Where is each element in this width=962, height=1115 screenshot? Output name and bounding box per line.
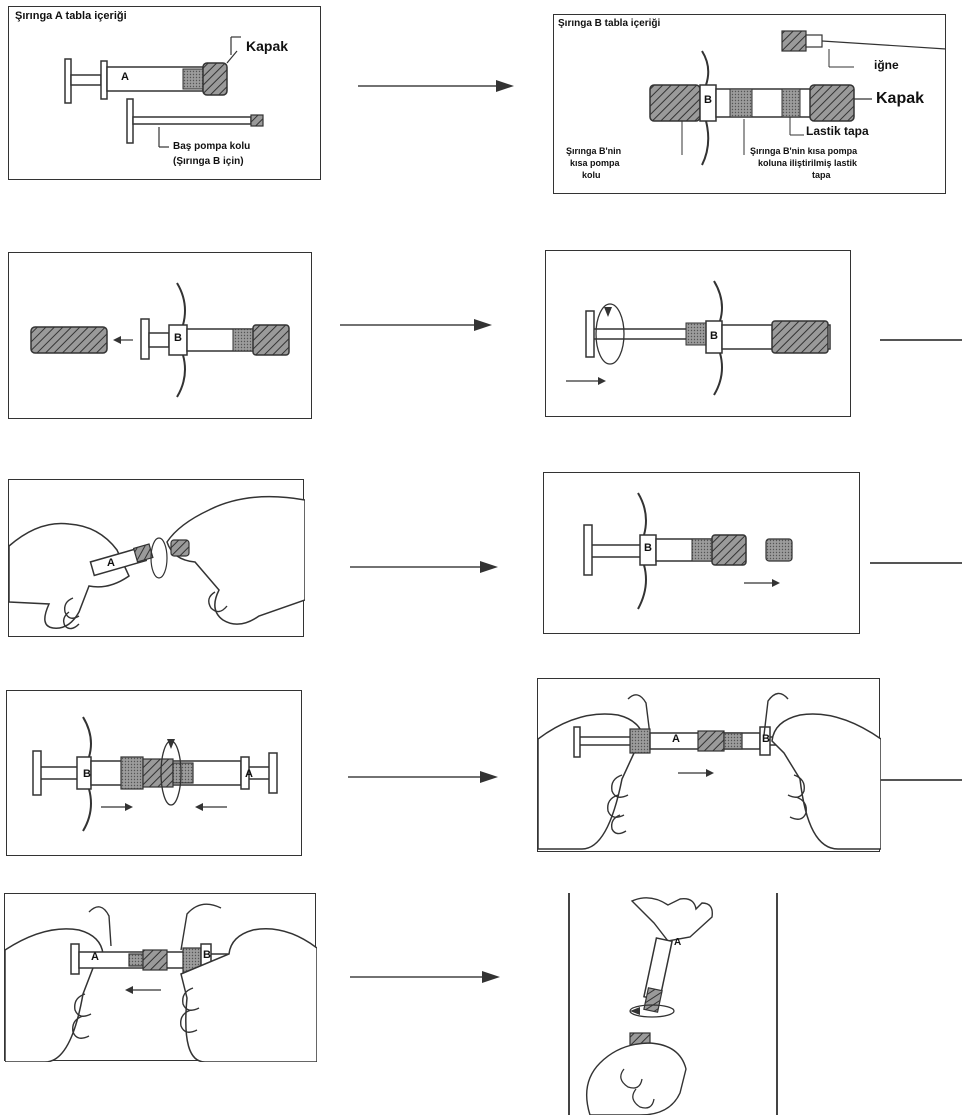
arrow-row2 <box>340 318 492 332</box>
panel-syringe-a-tray: Şırınga A tabla içeriği A Kapak Baş pomp… <box>8 6 321 180</box>
panel-syringe-b-tray: Şırınga B tabla içeriği iğne Kapak B Las… <box>553 14 946 194</box>
remove-stopper-illustration <box>544 473 861 635</box>
letter-b: B <box>704 95 712 107</box>
continuation-line-row2 <box>880 339 962 341</box>
panel-step-3: A <box>8 479 304 637</box>
letter-a: A <box>91 952 99 964</box>
syringe-a-illustration <box>9 7 322 181</box>
panel-step-2: B <box>545 250 851 417</box>
connect-syringes-illustration <box>7 691 303 857</box>
letter-a: A <box>245 769 253 781</box>
remove-cap-illustration <box>9 253 313 420</box>
plunger-label-1: Baş pompa kolu <box>173 142 250 153</box>
frame-line-right <box>776 893 778 1115</box>
panel-step-6: A B <box>537 678 880 852</box>
letter-b: B <box>762 734 770 746</box>
arrow-row4 <box>348 770 498 784</box>
mix-push-left-illustration <box>5 894 317 1062</box>
plunger-label-2: (Şırınga B için) <box>173 157 244 168</box>
panel-step-1: B <box>8 252 312 419</box>
short-plunger-label-3: kolu <box>582 171 601 180</box>
attached-stopper-label-1: Şırınga B'nin kısa pompa <box>750 147 857 156</box>
stopper-label: Lastik tapa <box>806 125 869 138</box>
short-plunger-label-2: kısa pompa <box>570 159 620 168</box>
attach-plunger-illustration <box>546 251 852 418</box>
continuation-line-row3 <box>870 562 962 564</box>
letter-b: B <box>203 950 211 962</box>
letter-b: B <box>83 769 91 781</box>
uncap-syringe-a-illustration <box>9 480 305 638</box>
letter-b: B <box>644 543 652 555</box>
arrow-row1 <box>358 79 514 93</box>
letter-b: B <box>710 331 718 343</box>
short-plunger-label-1: Şırınga B'nin <box>566 147 621 156</box>
continuation-line-row4 <box>880 779 962 781</box>
letter-a: A <box>121 72 129 84</box>
letter-a: A <box>674 938 681 949</box>
arrow-row5 <box>350 970 500 984</box>
attach-needle-illustration <box>570 893 776 1115</box>
panel-step-4: B <box>543 472 860 634</box>
panel-step-5: B A <box>6 690 302 856</box>
attached-stopper-label-2: koluna iliştirilmiş lastik <box>758 159 857 168</box>
panel-step-7: A B <box>4 893 316 1061</box>
arrow-row3 <box>350 560 498 574</box>
cap-label: Kapak <box>876 91 924 108</box>
attached-stopper-label-3: tapa <box>812 171 831 180</box>
cap-label: Kapak <box>246 39 288 54</box>
needle-label: iğne <box>874 59 899 72</box>
mix-push-right-illustration <box>538 679 881 853</box>
letter-a: A <box>672 734 680 746</box>
letter-b: B <box>174 333 182 345</box>
letter-a: A <box>107 558 115 570</box>
